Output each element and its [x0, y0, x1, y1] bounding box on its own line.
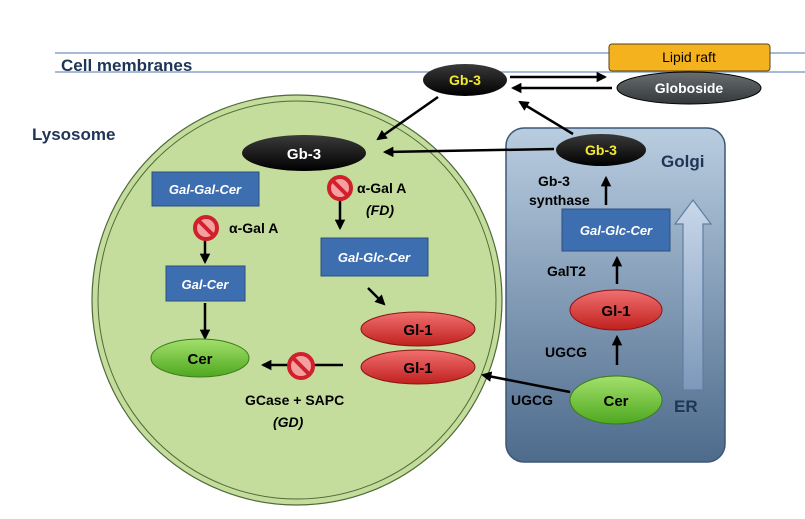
gal-gal-cer-box [151, 171, 260, 207]
cer-er-node [569, 375, 663, 425]
gb3-membrane-label: Gb-3 [449, 72, 481, 88]
cer-lysosome-label: Cer [187, 351, 212, 368]
arrow-golgi-to-membrane [518, 100, 574, 136]
gal-glc-cer-lysosome-box [320, 237, 429, 277]
gal-glc-cer-golgi-label: Gal-Glc-Cer [580, 223, 653, 238]
arrow-galglccer-to-gl1 [367, 287, 386, 306]
gal-gal-cer-label: Gal-Gal-Cer [169, 182, 242, 197]
gb3-membrane-node [423, 64, 507, 96]
gcase-sapc-label: GCase + SAPC [245, 392, 344, 408]
lysosome-label: Lysosome [32, 125, 115, 144]
gd-label: (GD) [273, 414, 304, 430]
gb3-synthase-label-line2: synthase [529, 192, 590, 208]
cer-er-label: Cer [603, 393, 628, 410]
arrow-membrane-to-lysosome [376, 95, 439, 141]
er-label: ER [674, 397, 698, 416]
arrow-cer-to-lysosome-gl1 [480, 371, 571, 394]
gl1-upper-node [360, 311, 476, 347]
lipid-raft-box [608, 43, 771, 72]
fd-label: (FD) [366, 202, 394, 218]
ugcg-transport-label: UGCG [511, 392, 553, 408]
alpha-gal-a-left-label: α-Gal A [229, 220, 278, 236]
gl1-upper-label: Gl-1 [403, 322, 432, 339]
golgi-label: Golgi [661, 152, 704, 171]
gb3-golgi-node [556, 134, 646, 166]
gl1-lower-node [360, 349, 476, 385]
galt2-label: GalT2 [547, 263, 586, 279]
globoside-label: Globoside [655, 80, 724, 96]
gb3-golgi-label: Gb-3 [585, 142, 617, 158]
gl1-lower-label: Gl-1 [403, 360, 432, 377]
arrow-golgi-to-lysosome [382, 146, 555, 158]
gl1-golgi-label: Gl-1 [601, 303, 630, 320]
inhibit-icon [193, 215, 219, 241]
gl1-golgi-node [569, 289, 663, 331]
lipid-raft-label: Lipid raft [662, 49, 716, 65]
globoside-node [616, 71, 762, 105]
alpha-gal-a-right-label: α-Gal A [357, 180, 406, 196]
reaction-arrows [199, 71, 623, 394]
gal-cer-box [165, 265, 246, 302]
gal-glc-cer-lysosome-label: Gal-Glc-Cer [338, 250, 411, 265]
gb3-lysosome-node [242, 135, 366, 171]
transport-up-arrow [673, 199, 713, 391]
gb3-lysosome-label: Gb-3 [287, 146, 321, 163]
cell-membranes-label: Cell membranes [61, 56, 192, 75]
gal-cer-label: Gal-Cer [182, 277, 230, 292]
cer-lysosome-node [150, 338, 250, 378]
gb3-synthase-label-line1: Gb-3 [538, 173, 570, 189]
inhibit-icon [287, 352, 315, 380]
ugcg-golgi-label: UGCG [545, 344, 587, 360]
inhibit-icon [327, 175, 353, 201]
gal-glc-cer-golgi-box [561, 208, 671, 252]
